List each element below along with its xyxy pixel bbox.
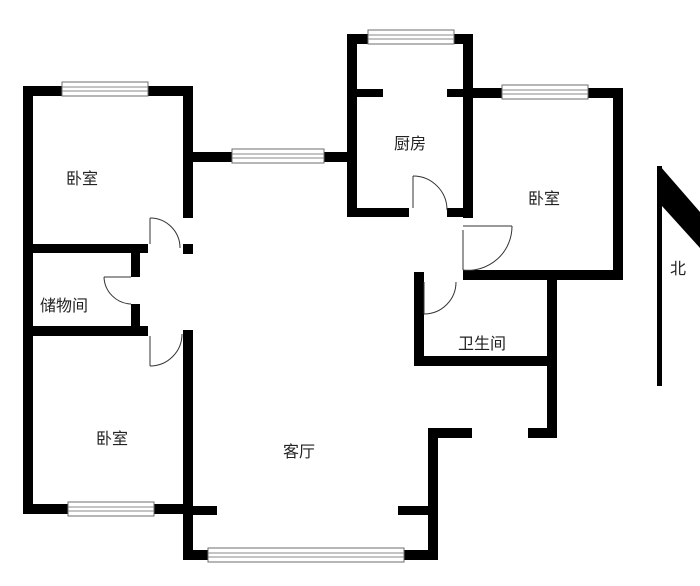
door-bedroom-bottom-left <box>149 333 183 367</box>
doors <box>103 175 513 367</box>
wall-bedroom-bl-right <box>183 330 193 514</box>
wall-step-top-right <box>528 428 557 438</box>
windows <box>61 29 589 563</box>
window-bedroom-top-left <box>61 81 149 97</box>
wall-bedroom-tl-left <box>23 86 33 246</box>
wall-bath-left <box>414 272 424 364</box>
wall-stub-a <box>183 244 193 254</box>
wall-living-stub-right <box>398 506 438 515</box>
door-kitchen <box>412 175 448 211</box>
door-bedroom-top-left <box>149 217 181 249</box>
wall-bedroom-r-right <box>613 88 623 280</box>
room-label-storage: 储物间 <box>40 296 88 315</box>
room-label-living-room: 客厅 <box>283 442 315 461</box>
wall-step-vertical <box>428 428 438 560</box>
north-arrow: 北 <box>657 166 700 386</box>
door-bedroom-right <box>462 225 513 271</box>
room-label-kitchen: 厨房 <box>394 134 426 153</box>
door-bathroom <box>423 281 457 315</box>
north-arrow-shaft <box>657 166 662 386</box>
wall-storage-right-bottom <box>131 304 140 332</box>
window-corridor <box>231 148 325 164</box>
wall-kitchen-right <box>463 34 473 218</box>
wall-kitchen-bottom <box>347 208 409 217</box>
room-label-bedroom-top-left: 卧室 <box>66 169 98 188</box>
window-living-room <box>207 547 405 563</box>
wall-kitchen-stub-left <box>355 89 383 97</box>
wall-bath-right <box>547 272 557 366</box>
wall-living-left-lower <box>183 506 193 560</box>
wall-living-stub-left <box>183 506 217 515</box>
wall-kitchen-stub-right <box>447 89 465 97</box>
room-label-bedroom-right: 卧室 <box>528 189 560 208</box>
window-kitchen <box>367 29 455 45</box>
wall-bath-bottom <box>414 356 557 366</box>
room-label-bathroom: 卫生间 <box>458 334 506 353</box>
wall-storage-bottom <box>23 326 148 336</box>
wall-kitchen-left <box>347 34 357 216</box>
wall-storage-right-top <box>131 253 140 277</box>
wall-right-lower <box>547 356 557 438</box>
wall-bedroom-tl-bottom <box>23 244 148 253</box>
north-arrow-head <box>660 166 700 248</box>
door-storage <box>103 276 132 305</box>
wall-step-top-left <box>428 428 472 438</box>
wall-bedroom-r-bottom <box>463 270 623 280</box>
room-label-bedroom-bottom-left: 卧室 <box>96 429 128 448</box>
window-bedroom-bottom-left <box>67 501 155 517</box>
wall-left-exterior <box>23 244 33 514</box>
wall-kitchen-bottom-right <box>447 208 473 217</box>
north-label: 北 <box>670 259 686 278</box>
window-bedroom-right <box>501 84 589 100</box>
